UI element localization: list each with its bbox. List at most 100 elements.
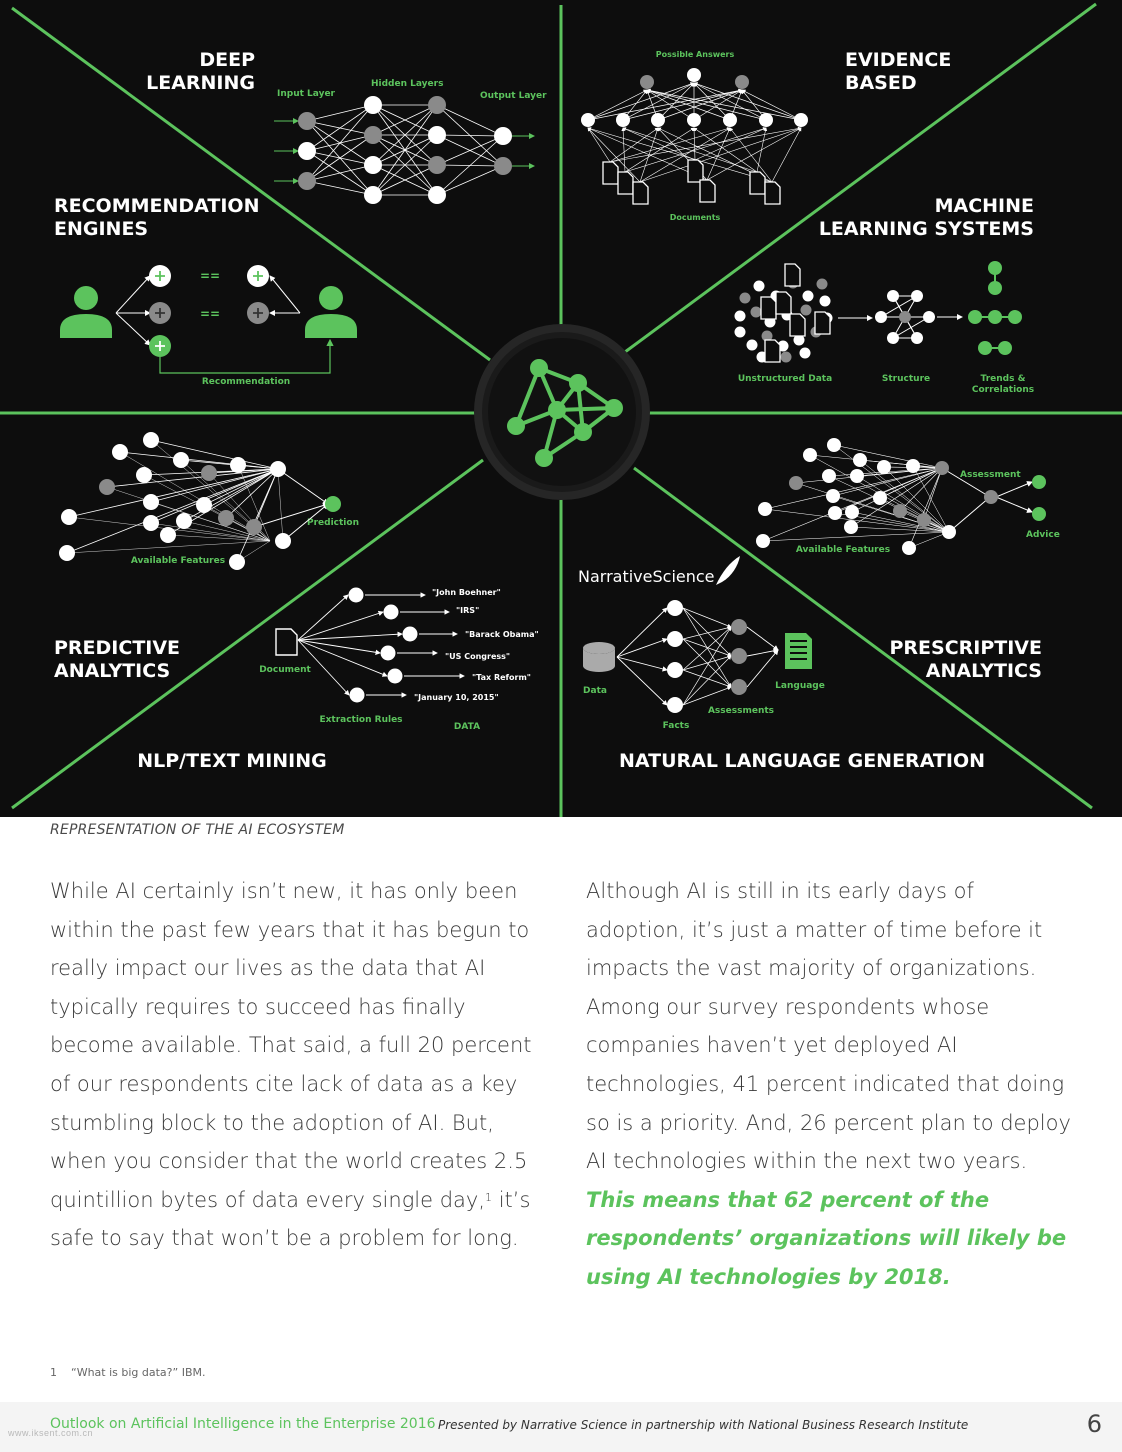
node <box>911 332 923 344</box>
edge <box>682 626 732 671</box>
node <box>380 645 396 661</box>
edge <box>639 127 802 183</box>
edge <box>995 481 1033 498</box>
node <box>325 496 341 512</box>
person-icon <box>319 286 343 310</box>
edge <box>306 163 374 182</box>
edge <box>741 89 802 121</box>
node <box>887 290 899 302</box>
entity-1: "John Boehner" <box>432 588 501 597</box>
edge <box>693 82 802 121</box>
edge <box>729 127 773 183</box>
document-icon <box>632 181 649 205</box>
document-icon <box>764 339 781 363</box>
edge <box>616 637 668 658</box>
node <box>750 306 762 318</box>
node <box>143 432 159 448</box>
title-nlp: NLP/TEXT MINING <box>137 750 326 772</box>
edge <box>771 127 802 183</box>
watermark: www.iksent.com.cn <box>8 1428 94 1438</box>
edge <box>616 656 668 672</box>
equals-2: == <box>200 307 220 321</box>
edge <box>106 467 279 488</box>
person-icon <box>60 314 112 338</box>
node <box>978 341 992 355</box>
label-trends-2: Correlations <box>972 385 1034 395</box>
edge <box>899 467 943 512</box>
label-extraction: Extraction Rules <box>319 715 402 725</box>
node <box>640 75 654 89</box>
edge <box>746 648 779 657</box>
node <box>298 142 316 160</box>
node <box>998 341 1012 355</box>
edge <box>764 508 950 534</box>
node <box>667 662 683 678</box>
edge <box>616 656 668 706</box>
edge <box>646 89 731 121</box>
label-hidden-layers: Hidden Layers <box>371 79 443 89</box>
node <box>819 295 831 307</box>
node <box>988 281 1002 295</box>
edge <box>306 104 374 182</box>
node <box>756 534 770 548</box>
node <box>853 453 867 467</box>
node <box>173 452 189 468</box>
entity-2: "IRS" <box>456 606 479 615</box>
edge <box>756 127 768 173</box>
entity-6: "January 10, 2015" <box>414 693 499 702</box>
node <box>428 126 446 144</box>
footnote-ref[interactable]: 1 <box>485 1190 493 1204</box>
node <box>229 554 245 570</box>
edge <box>995 496 1033 513</box>
edge <box>297 631 403 641</box>
node <box>828 506 842 520</box>
edge <box>657 82 695 121</box>
node <box>494 127 512 145</box>
edge <box>694 127 767 161</box>
node <box>99 479 115 495</box>
edge <box>306 104 374 152</box>
label-assessment: Assessment <box>960 470 1021 480</box>
node <box>911 290 923 302</box>
paragraph-left: While AI certainly isn’t new, it has onl… <box>50 872 540 1258</box>
node <box>349 687 365 703</box>
title-predictive-1: PREDICTIVE <box>54 637 180 659</box>
edge <box>646 88 802 121</box>
edge <box>236 468 279 563</box>
body-column-right: Although AI is still in its early days o… <box>586 872 1078 1297</box>
node <box>581 113 595 127</box>
title-prescriptive-2: ANALYTICS <box>926 660 1042 682</box>
edge <box>622 82 695 121</box>
node <box>988 261 1002 275</box>
label-presc-features: Available Features <box>796 545 890 555</box>
diagram-nodes <box>59 68 1046 713</box>
label-advice: Advice <box>1026 530 1060 540</box>
node <box>822 469 836 483</box>
edge <box>436 135 504 166</box>
edge <box>436 165 504 196</box>
edge <box>908 531 950 549</box>
edge <box>372 134 438 196</box>
edge <box>66 468 279 554</box>
node <box>800 304 812 316</box>
central-hub <box>474 324 650 500</box>
edge <box>119 451 271 542</box>
node <box>887 332 899 344</box>
edge <box>306 134 374 182</box>
edge <box>682 686 732 706</box>
node <box>803 448 817 462</box>
node <box>687 68 701 82</box>
edge <box>115 312 151 346</box>
node <box>275 533 291 549</box>
node <box>428 96 446 114</box>
node <box>246 519 262 535</box>
title-nlg: NATURAL LANGUAGE GENERATION <box>619 750 985 772</box>
edge <box>372 104 438 136</box>
edge <box>941 467 991 498</box>
body-column-left: While AI certainly isn’t new, it has onl… <box>50 872 540 1258</box>
node <box>383 604 399 620</box>
node <box>112 444 128 460</box>
label-input-layer: Input Layer <box>277 89 336 99</box>
entity-3: "Barack Obama" <box>465 630 539 639</box>
node <box>935 461 949 475</box>
